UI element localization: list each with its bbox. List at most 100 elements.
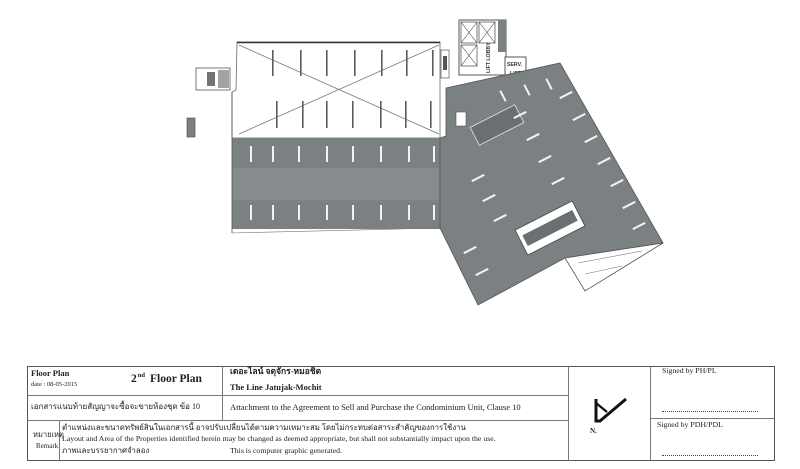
stall-marking bbox=[493, 213, 507, 223]
column-mark bbox=[430, 101, 432, 128]
lift-shaft-cross bbox=[460, 21, 478, 44]
stall-marking bbox=[352, 205, 354, 220]
remark-label-en: Remark bbox=[36, 442, 59, 450]
stall-marking bbox=[298, 205, 300, 220]
floor-suffix: nd bbox=[137, 372, 145, 379]
east-parking-deck bbox=[439, 62, 664, 306]
stall-marking bbox=[433, 146, 435, 162]
column-mark bbox=[406, 50, 408, 76]
signature-line-2 bbox=[662, 455, 758, 456]
stair-core-west bbox=[195, 67, 231, 91]
floor-title-text: Floor Plan bbox=[149, 373, 202, 385]
ramp-lower bbox=[514, 200, 586, 256]
doc-type: Floor Plan bbox=[31, 368, 70, 378]
column-block-west bbox=[186, 117, 196, 138]
stall-marking bbox=[545, 78, 553, 90]
stall-marking bbox=[622, 200, 636, 210]
stair-box-east bbox=[455, 111, 467, 127]
title-block-divider bbox=[27, 420, 568, 421]
stall-marking bbox=[471, 173, 485, 183]
stall-marking bbox=[408, 146, 410, 162]
floor-number: 2 bbox=[131, 373, 137, 385]
column-mark bbox=[354, 50, 356, 76]
central-core bbox=[440, 49, 450, 79]
remark-th: ตำแหน่งและขนาดทรัพย์สินในเอกสารนี้ อาจปร… bbox=[62, 423, 466, 432]
stall-marking bbox=[352, 146, 354, 162]
lift-shaft-cross bbox=[478, 21, 496, 44]
stall-marking bbox=[632, 221, 646, 231]
stall-marking bbox=[482, 193, 496, 203]
stall-marking bbox=[526, 132, 540, 142]
lift-shaft bbox=[478, 21, 496, 44]
project-name-th: เดอะไลน์ จตุจักร-หมอชิต bbox=[230, 366, 322, 376]
stall-marking bbox=[499, 90, 507, 102]
service-lift-label-1: SERV. bbox=[507, 62, 523, 68]
title-block bbox=[27, 366, 775, 461]
site-boundary-line bbox=[231, 227, 441, 234]
floor-plan-drawing: LIFT LOBBY SERV. LIFT bbox=[186, 19, 664, 306]
floor-title: 2nd Floor Plan bbox=[131, 372, 202, 386]
signature-line-1 bbox=[662, 411, 758, 412]
north-arrow-tick bbox=[595, 402, 608, 413]
ramp-upper bbox=[469, 104, 525, 146]
stall-marking bbox=[250, 146, 252, 162]
lift-shaft bbox=[460, 21, 478, 44]
cg-note-en: This is computer graphic generated. bbox=[230, 446, 342, 455]
stair-landing bbox=[218, 70, 229, 88]
stall-marking bbox=[610, 178, 624, 188]
title-block-divider bbox=[650, 366, 651, 461]
stall-marking bbox=[551, 176, 565, 186]
east-parking-floor bbox=[439, 62, 664, 306]
attachment-en: Attachment to the Agreement to Sell and … bbox=[230, 402, 521, 412]
lift-lobby: LIFT LOBBY bbox=[458, 19, 507, 76]
west-parking-deck bbox=[231, 92, 444, 234]
stall-marking bbox=[272, 205, 274, 220]
stall-marking bbox=[250, 205, 252, 220]
remark-en: Layout and Area of the Properties identi… bbox=[62, 434, 496, 443]
project-name-en: The Line Jatujak-Mochit bbox=[230, 382, 322, 392]
landscape-wedge bbox=[564, 242, 664, 292]
stall-marking bbox=[597, 156, 611, 166]
column-mark bbox=[302, 101, 304, 128]
column-mark bbox=[326, 50, 328, 76]
stall-marking bbox=[538, 154, 552, 164]
west-parking-aisle bbox=[232, 168, 444, 200]
signature-label-2: Signed by PDH/PDL bbox=[657, 420, 723, 429]
stall-marking bbox=[380, 146, 382, 162]
east-stall-markings bbox=[463, 78, 646, 277]
title-block-divider bbox=[222, 366, 223, 420]
column-mark bbox=[300, 50, 302, 76]
north-arrow-stroke bbox=[594, 397, 627, 423]
title-block-divider bbox=[59, 420, 60, 461]
column-mark bbox=[380, 101, 382, 128]
lift-shaft-cross bbox=[460, 44, 478, 67]
north-label: N. bbox=[590, 427, 597, 435]
west-stall-markings bbox=[250, 146, 435, 220]
column-mark bbox=[381, 50, 383, 76]
stall-marking bbox=[572, 112, 586, 122]
lift-lobby-label: LIFT LOBBY bbox=[486, 42, 492, 73]
signature-label-1: Signed by PH/PL bbox=[662, 366, 717, 375]
stall-marking bbox=[463, 245, 477, 255]
stall-marking bbox=[272, 146, 274, 162]
stair-flight bbox=[207, 72, 215, 86]
column-mark bbox=[326, 101, 328, 128]
landscape-hatch bbox=[584, 265, 623, 275]
column-mark bbox=[432, 50, 434, 76]
stall-marking bbox=[513, 110, 527, 120]
stall-marking bbox=[298, 146, 300, 162]
title-block-divider bbox=[568, 366, 569, 461]
upper-wing bbox=[231, 41, 441, 139]
attachment-th: เอกสารแนบท้ายสัญญาจะซื้อจะขายห้องชุด ข้อ… bbox=[31, 402, 200, 411]
column-marks bbox=[272, 50, 434, 128]
title-block-divider bbox=[650, 418, 775, 419]
title-block-divider bbox=[27, 395, 568, 396]
stall-marking bbox=[326, 205, 328, 220]
column-mark bbox=[276, 101, 278, 128]
stall-marking bbox=[475, 267, 489, 277]
core-riser bbox=[443, 56, 447, 70]
north-arrow-icon bbox=[594, 397, 627, 423]
lift-shaft bbox=[460, 44, 478, 67]
stall-marking bbox=[380, 205, 382, 220]
cg-note-th: ภาพและบรรยากาศจำลอง bbox=[62, 446, 150, 455]
